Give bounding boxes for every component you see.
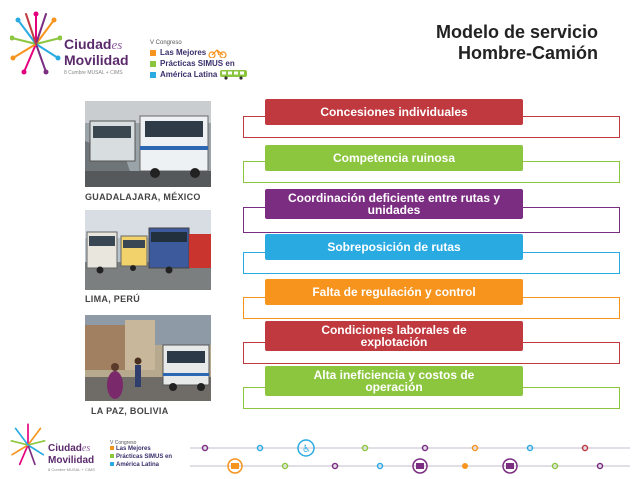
footer-logo-word2: Movilidad	[48, 455, 95, 466]
footer-logo-subtitle: 8 Cumbre MUSAL + CIMS	[48, 467, 95, 472]
footer-orange-square-icon	[110, 446, 114, 450]
footer-tram-icon	[502, 458, 518, 474]
bar-condiciones: Condiciones laborales de explotación	[265, 321, 523, 351]
title-line-1: Modelo de servicio	[435, 22, 598, 42]
bar-sobreposicion: Sobreposición de rutas	[265, 234, 523, 260]
bar-ineficiencia: Alta ineficiencia y costos de operación	[265, 366, 523, 396]
bar-regulacion: Falta de regulación y control	[265, 279, 523, 305]
logo-subtitle: 8 Cumbre MUSAL + CIMS	[64, 70, 123, 76]
congreso-label: V Congreso	[150, 40, 182, 46]
orange-square-icon	[150, 49, 156, 56]
green-square-icon	[150, 60, 156, 67]
footer-congreso-label: V Congreso	[110, 440, 137, 446]
photo-lima	[85, 210, 211, 290]
logo-starburst-icon	[10, 11, 62, 75]
footer-congreso-line-2: Prácticas SIMUS en	[116, 454, 173, 460]
footer-logo-starburst-icon	[10, 423, 46, 466]
blue-square-icon	[150, 71, 156, 78]
photo-guadalajara	[85, 101, 211, 187]
photo-la-paz	[85, 315, 211, 401]
footer-transit-line: ♿	[190, 439, 630, 474]
footer-bus-icon	[227, 458, 243, 474]
footer-congreso-line-3: América Latina	[116, 462, 160, 468]
congreso-block: Las Mejores Prácticas SIMUS en América L…	[150, 47, 249, 80]
bar-coordinacion: Coordinación deficiente entre rutas y un…	[265, 189, 523, 219]
slide-title: Modelo de servicio Hombre-Camión	[436, 22, 598, 64]
footer-green-square-icon	[110, 454, 114, 458]
bar-concesiones: Concesiones individuales	[265, 99, 523, 125]
footer-blue-square-icon	[110, 462, 114, 466]
logo-word2: Movilidad	[64, 52, 129, 68]
congreso-line-2: Prácticas SIMUS en	[160, 59, 235, 68]
footer-congreso-block: Las Mejores Prácticas SIMUS en América L…	[110, 446, 172, 470]
caption-lima: LIMA, PERÚ	[85, 294, 141, 304]
bicycle-icon	[208, 48, 227, 58]
bar-competencia: Competencia ruinosa	[265, 145, 523, 171]
caption-la-paz: LA PAZ, BOLIVIA	[91, 406, 169, 416]
footer-logo-word1: Ciudades	[48, 443, 91, 454]
svg-text:♿: ♿	[302, 444, 311, 455]
congreso-line-1: Las Mejores	[160, 48, 207, 57]
footer-congreso-line-1: Las Mejores	[116, 446, 151, 452]
caption-guadalajara: GUADALAJARA, MÉXICO	[85, 192, 201, 202]
bus-icon	[220, 70, 248, 80]
logo-word1: Ciudades	[64, 36, 123, 52]
footer-train-icon	[412, 458, 428, 474]
congreso-line-3: América Latina	[160, 70, 218, 79]
accessibility-icon	[297, 439, 315, 457]
title-line-2: Hombre-Camión	[457, 43, 598, 63]
